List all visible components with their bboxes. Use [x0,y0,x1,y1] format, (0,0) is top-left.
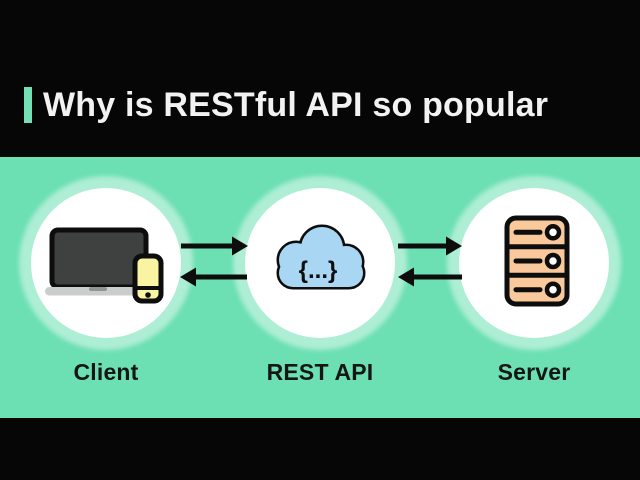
server-circle [459,188,609,338]
cloud-braces-text: {...} [299,257,338,284]
arrow-client-to-api-icon [181,236,248,256]
node-label-rest-api: REST API [266,359,374,385]
node-server: Server [459,188,609,386]
arrow-api-to-client-icon [180,267,247,287]
cloud-icon: {...} [276,224,366,290]
server-rack-icon [504,215,570,307]
node-label-server: Server [497,359,571,385]
phone-icon [132,253,164,304]
diagram-canvas: Client {.. [0,157,640,418]
arrow-server-to-api-icon [398,267,462,287]
arrow-api-to-server-icon [398,236,462,256]
laptop-and-phone-icon [45,227,164,304]
title-bar: Why is RESTful API so popular [24,87,548,123]
letterbox-top: Why is RESTful API so popular [0,0,640,157]
client-circle [31,188,181,338]
node-client: Client [31,188,181,386]
page-title: Why is RESTful API so popular [43,86,549,124]
letterbox-bottom [0,418,640,480]
node-rest-api: {...} REST API [245,188,395,386]
rest-api-circle: {...} [245,188,395,338]
node-label-client: Client [73,359,139,385]
title-accent-bar [24,87,32,123]
